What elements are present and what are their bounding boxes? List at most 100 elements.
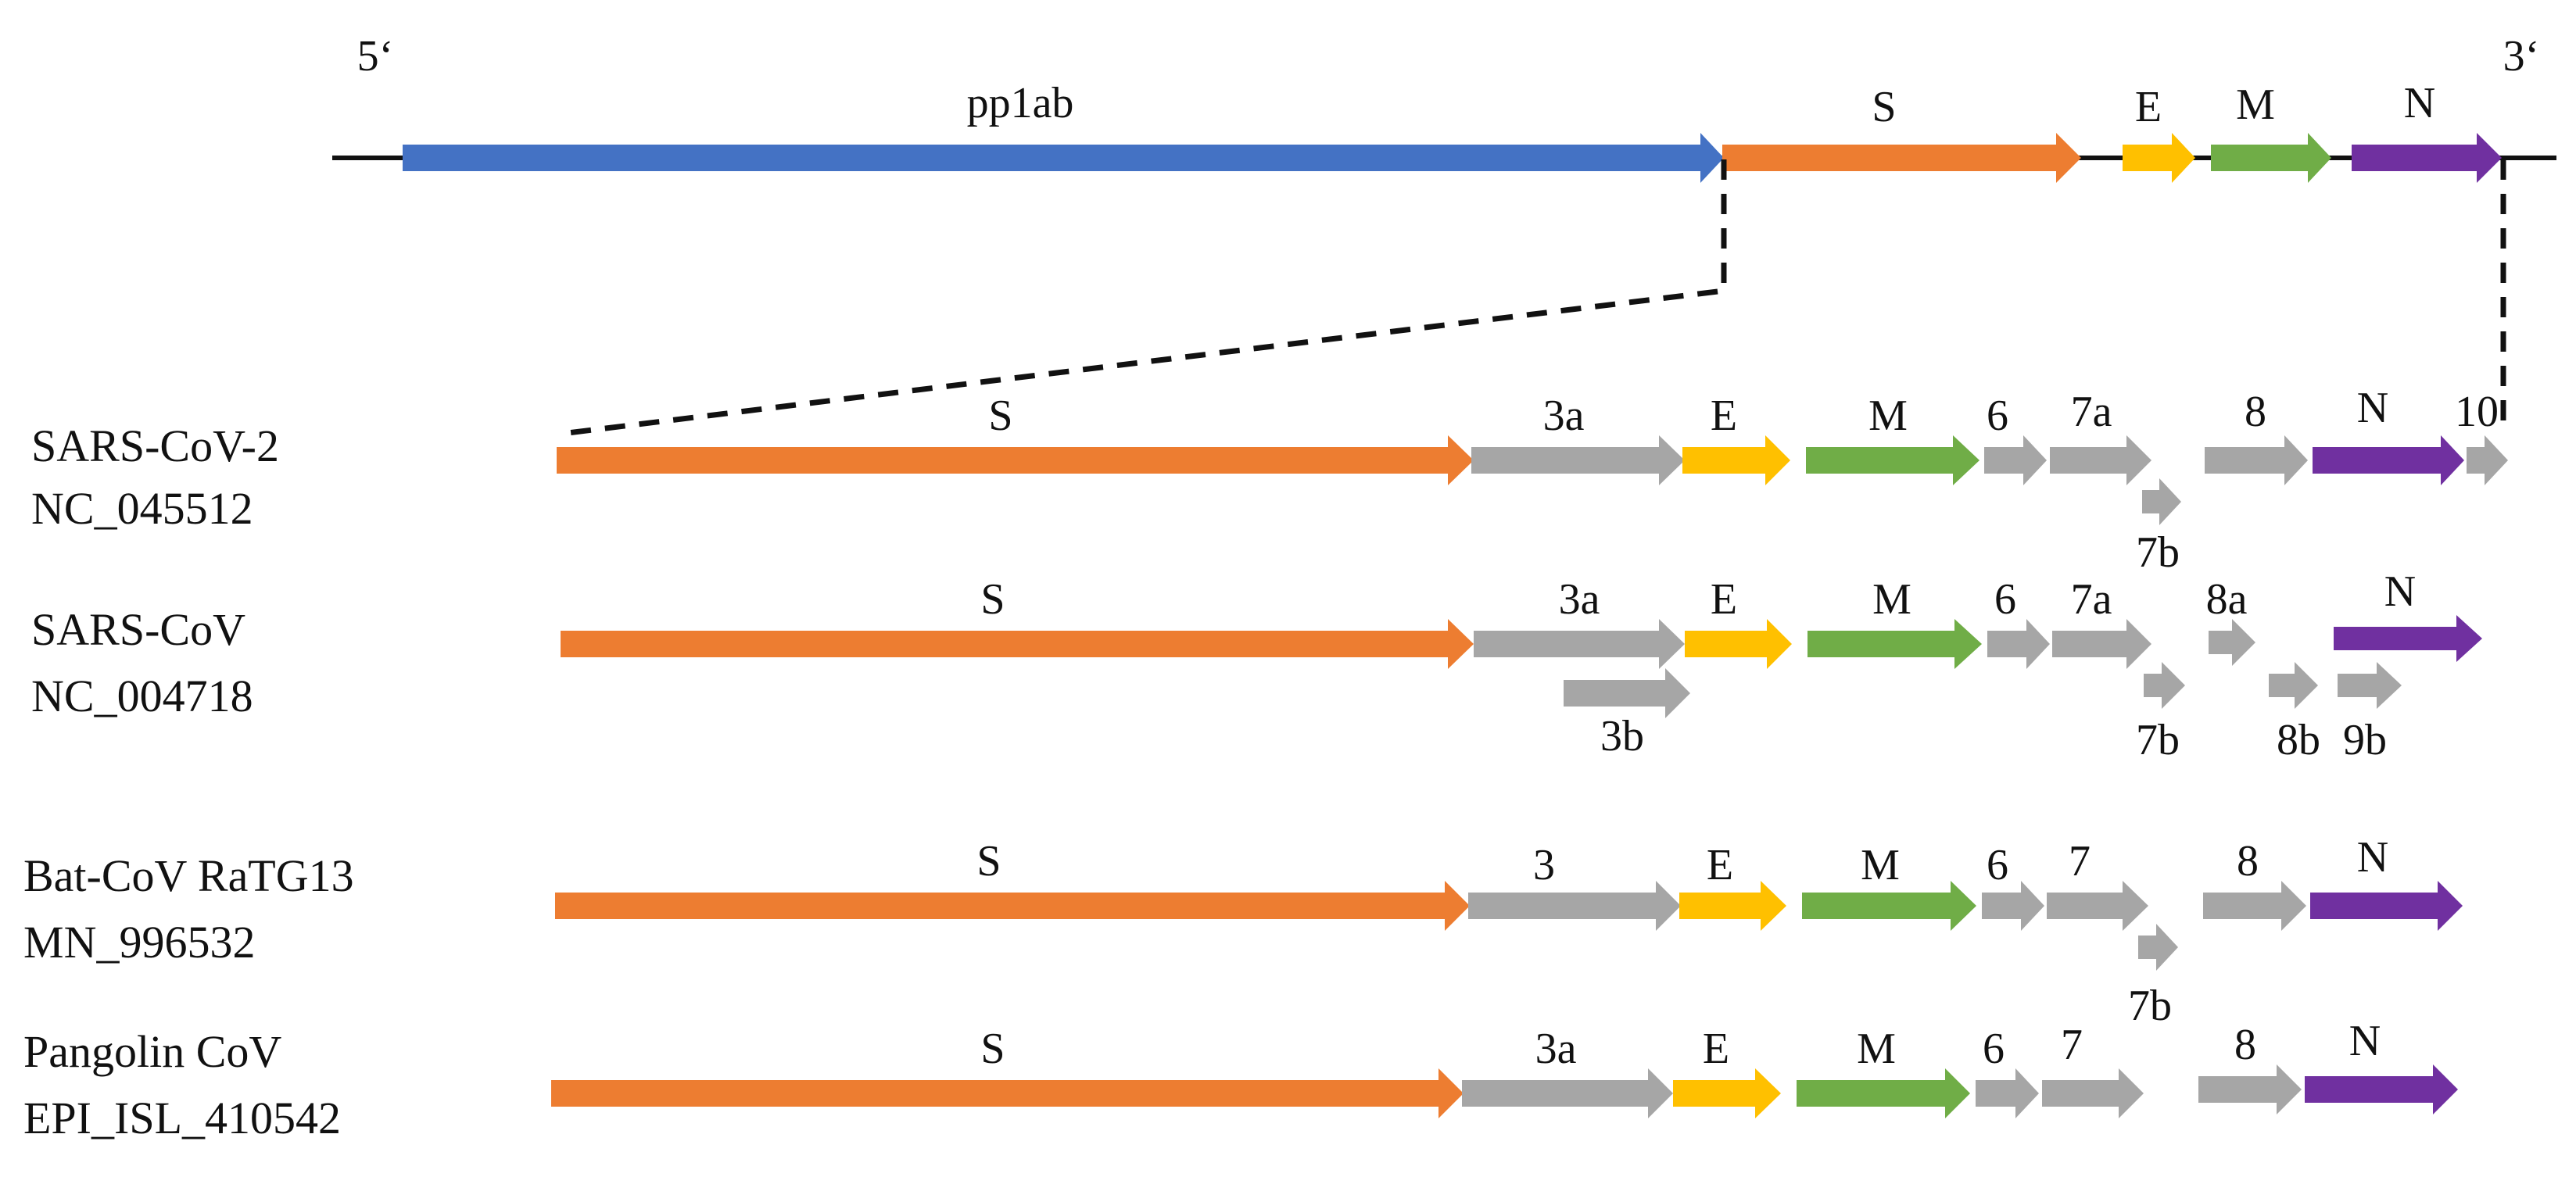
gene-label: 6 [1994, 575, 2016, 624]
gene-label: M [1857, 1025, 1896, 1073]
strain-row-4: Pangolin CoV EPI_ISL_410542 S 3a E M 6 7… [23, 1017, 2458, 1143]
gene-arrow-N [2310, 881, 2463, 931]
gene-arrow-7a [2050, 435, 2151, 485]
gene-arrow-N [2313, 435, 2464, 485]
strain-accession: NC_045512 [31, 483, 253, 534]
gene-label: N [2349, 1017, 2381, 1065]
reference-genome: 5‘ 3‘ pp1ab S E M N [332, 32, 2556, 183]
gene-label: 8 [2245, 388, 2266, 436]
gene-label: 10 [2455, 388, 2499, 436]
gene-arrow-M [1806, 435, 1979, 485]
gene-arrow-6 [1987, 619, 2050, 669]
gene-label-pp1ab: pp1ab [967, 79, 1074, 127]
gene-arrow-M [1807, 619, 1982, 669]
gene-label: 8 [2237, 837, 2259, 885]
gene-arrow-7b [2142, 478, 2181, 525]
gene-label: 3a [1559, 575, 1600, 624]
strain-accession: EPI_ISL_410542 [23, 1093, 341, 1143]
gene-label: N [2357, 833, 2388, 882]
gene-label: M [1872, 575, 1911, 624]
gene-label: E [1711, 392, 1737, 440]
gene-label: N [2384, 567, 2416, 616]
gene-label: 8a [2206, 575, 2248, 624]
gene-arrow-S [551, 1068, 1464, 1118]
gene-arrow-S [561, 619, 1474, 669]
gene-arrow-N [2305, 1064, 2458, 1114]
gene-arrow-8b [2269, 662, 2318, 709]
zoom-guide-left [561, 159, 1727, 437]
gene-arrow-7a [2052, 619, 2151, 669]
gene-arrow-3a [1474, 619, 1685, 669]
gene-arrow-E [1679, 881, 1786, 931]
gene-arrow-10 [2467, 435, 2508, 485]
gene-label: E [1707, 841, 1733, 889]
gene-arrow-E [1682, 435, 1790, 485]
gene-arrow-8a [2209, 619, 2255, 666]
gene-arrow-6 [1976, 1068, 2039, 1118]
gene-label: 7b [2136, 716, 2180, 764]
gene-label-M: M [2236, 80, 2275, 129]
gene-label: 3a [1535, 1025, 1577, 1073]
gene-label: S [976, 837, 1001, 885]
gene-arrow-6 [1982, 881, 2044, 931]
gene-label: 6 [1983, 1025, 2005, 1073]
gene-label-N: N [2404, 79, 2435, 127]
gene-arrow-8 [2198, 1064, 2302, 1114]
gene-label: S [980, 1025, 1005, 1073]
gene-label: E [1711, 575, 1737, 624]
gene-label: 7b [2136, 528, 2180, 577]
gene-arrow-pp1ab [403, 133, 1724, 183]
gene-label: 6 [1987, 392, 2008, 440]
gene-arrow-3b [1564, 668, 1690, 718]
gene-arrow-E [1685, 619, 1792, 669]
gene-arrow-E [1673, 1068, 1781, 1118]
gene-label: 3b [1600, 712, 1644, 760]
gene-arrow-S [557, 435, 1474, 485]
gene-arrow-M [1802, 881, 1976, 931]
gene-label: 3 [1533, 841, 1555, 889]
strain-accession: NC_004718 [31, 671, 253, 721]
gene-arrow-N [2334, 615, 2482, 662]
gene-arrow-M [2211, 133, 2331, 183]
gene-label: M [1868, 392, 1908, 440]
gene-label: 6 [1987, 841, 2008, 889]
gene-label: S [988, 392, 1012, 440]
strain-name: SARS-CoV-2 [31, 420, 279, 471]
gene-label: 7a [2071, 575, 2112, 624]
gene-arrow-8 [2205, 435, 2308, 485]
gene-arrow-3 [1468, 881, 1681, 931]
gene-arrow-7b [2138, 924, 2178, 971]
gene-arrow-3a [1471, 435, 1685, 485]
gene-arrow-S [1722, 133, 2081, 183]
gene-arrow-9b [2338, 662, 2402, 709]
gene-label: 8b [2277, 716, 2320, 764]
gene-arrow-8 [2203, 881, 2306, 931]
gene-label: 7b [2128, 982, 2172, 1030]
gene-label: 7a [2071, 388, 2112, 436]
gene-label-S: S [1872, 83, 1896, 131]
gene-label: M [1861, 841, 1900, 889]
gene-arrow-6 [1984, 435, 2047, 485]
strain-name: Bat-CoV RaTG13 [23, 850, 354, 901]
gene-arrow-N [2352, 133, 2502, 183]
gene-label-E: E [2135, 83, 2162, 131]
strain-row-1: SARS-CoV-2 NC_045512 S 3a E M 6 7a 7b 8 … [31, 384, 2508, 577]
strain-accession: MN_996532 [23, 917, 255, 968]
gene-label: S [980, 575, 1005, 624]
strain-row-3: Bat-CoV RaTG13 MN_996532 S 3 E M 6 7 7b … [23, 833, 2463, 1030]
gene-arrow-7 [2047, 881, 2148, 931]
five-prime-label: 5‘ [357, 32, 394, 80]
gene-label: 9b [2343, 716, 2387, 764]
strain-name: Pangolin CoV [23, 1026, 281, 1077]
strain-row-2: SARS-CoV NC_004718 S 3a 3b E M 6 7a 7b 8… [31, 567, 2482, 764]
gene-arrow-S [555, 881, 1470, 931]
gene-label: E [1703, 1025, 1729, 1073]
gene-arrow-7 [2042, 1068, 2144, 1118]
gene-arrow-3a [1462, 1068, 1673, 1118]
gene-label: N [2357, 384, 2388, 432]
gene-label: 7 [2069, 837, 2091, 885]
three-prime-label: 3‘ [2503, 32, 2540, 80]
strain-name: SARS-CoV [31, 604, 245, 655]
gene-arrow-M [1797, 1068, 1970, 1118]
